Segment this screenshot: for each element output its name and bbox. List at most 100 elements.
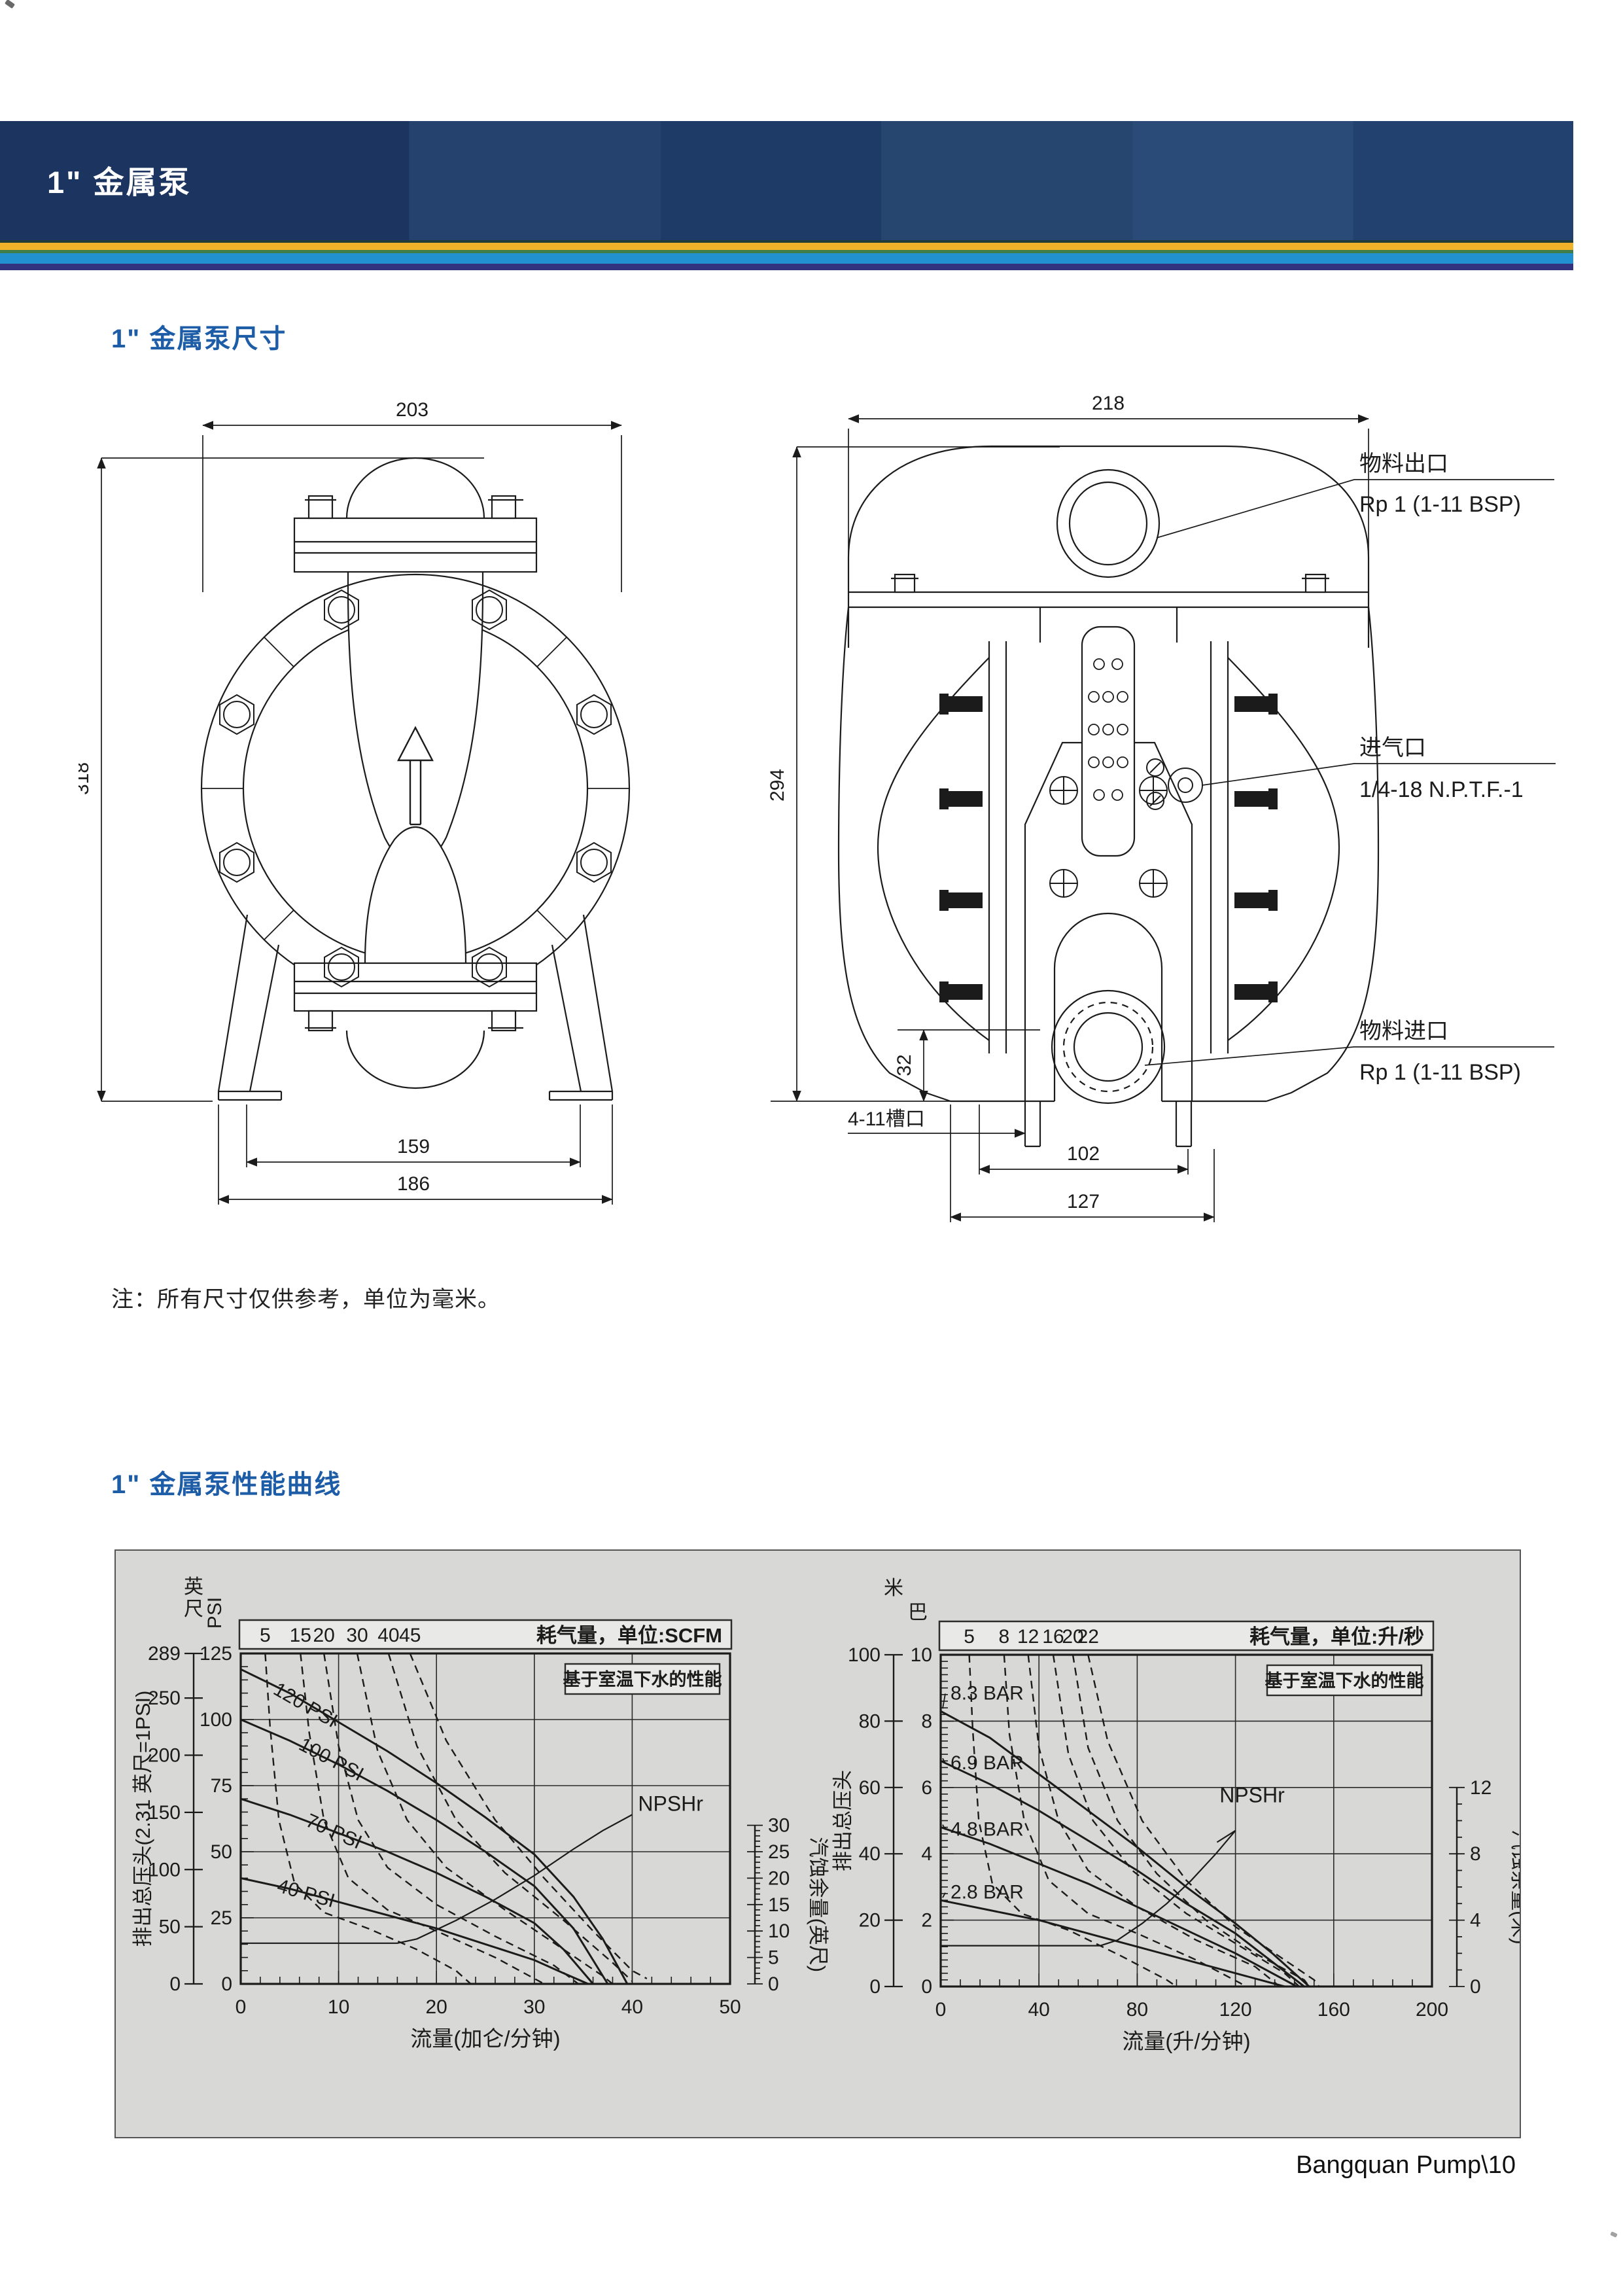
head-curve-label: 6.9 BAR <box>951 1752 1024 1774</box>
secondary-tick-label: 0 <box>169 1973 181 1995</box>
secondary-tick-label: 289 <box>148 1643 181 1665</box>
x-tick-label: 30 <box>523 1996 545 2018</box>
x-tick-label: 80 <box>1126 1999 1148 2021</box>
scan-artifact-top-left <box>4 0 16 9</box>
air-consumption-strip <box>938 1620 1435 1651</box>
npsh-tick-label: 30 <box>768 1815 790 1837</box>
x-tick-label: 50 <box>719 1996 741 2018</box>
npsh-tick-label: 15 <box>768 1894 790 1916</box>
front-view-bolts <box>219 589 612 988</box>
air-strip-value: 22 <box>1077 1626 1099 1648</box>
x-tick-label: 0 <box>935 1999 947 2021</box>
air-strip-value: 8 <box>999 1626 1010 1648</box>
air-inlet-thread: 1/4-18 N.P.T.F.-1 <box>1359 777 1524 802</box>
secondary-tick-label: 100 <box>848 1644 881 1666</box>
head-curve <box>240 1797 594 1985</box>
air-strip-value: 45 <box>399 1625 421 1646</box>
air-strip-value: 16 <box>1042 1626 1064 1648</box>
air-curve-45 <box>409 1653 648 1979</box>
dim-318: 318 <box>79 762 93 795</box>
secondary-tick-label: 80 <box>859 1710 881 1732</box>
head-curve <box>940 1826 1298 1988</box>
npsh-tick-label: 8 <box>1470 1843 1481 1865</box>
port-labels: 物料出口 Rp 1 (1-11 BSP) 进气口 1/4-18 N.P.T.F.… <box>1359 451 1524 1085</box>
right-axis-title: 汽蚀余量(英尺) <box>807 1837 829 1972</box>
dim-218: 218 <box>1092 393 1125 414</box>
air-inlet-label: 进气口 <box>1359 735 1426 760</box>
y-tick-label: 4 <box>921 1843 932 1865</box>
dim-294: 294 <box>767 769 788 802</box>
muffler-holes <box>1088 658 1128 801</box>
air-strip-title: 耗气量，单位:升/秒 <box>1249 1625 1424 1648</box>
head-curve <box>240 1668 629 1985</box>
air-strip-value: 20 <box>313 1625 334 1646</box>
head-curve-label: 120 PSI <box>270 1678 341 1732</box>
x-tick-label: 120 <box>1219 1999 1252 2021</box>
air-curve-20 <box>1072 1654 1310 1987</box>
dim-159: 159 <box>397 1136 430 1157</box>
x-tick-label: 10 <box>328 1996 349 2018</box>
secondary-tick-label: 250 <box>148 1687 181 1709</box>
plot-border <box>239 1652 731 1985</box>
air-curve-40 <box>387 1653 633 1982</box>
npsh-tick-label: 25 <box>768 1841 790 1863</box>
air-curve-16 <box>1052 1654 1300 1987</box>
air-inlet-fitting <box>1146 758 1203 810</box>
left-axis-title: 排出总压头 <box>831 1770 854 1871</box>
bracket-screws <box>1049 776 1168 898</box>
air-strip-value: 12 <box>1017 1626 1039 1648</box>
side-view-dimensions <box>771 414 1556 1222</box>
secondary-tick-label: 150 <box>148 1802 181 1824</box>
x-axis-title: 流量(加仑/分钟) <box>410 2026 560 2051</box>
label-leader <box>942 1824 946 1830</box>
outlet-thread: Rp 1 (1-11 BSP) <box>1359 492 1521 517</box>
stripe-dark-teal <box>0 240 1573 243</box>
y-tick-label: 0 <box>221 1973 232 1995</box>
secondary-tick-label: 50 <box>159 1916 181 1938</box>
y-axis-header: PSI <box>204 1597 226 1629</box>
y-tick-label: 10 <box>911 1644 932 1666</box>
npsh-tick-label: 5 <box>768 1947 779 1969</box>
outlet-label: 物料出口 <box>1359 451 1448 476</box>
dim-102: 102 <box>1067 1143 1100 1165</box>
npsh-tick-label: 10 <box>768 1920 790 1942</box>
head-curve <box>940 1759 1305 1988</box>
air-strip-value: 30 <box>346 1625 368 1646</box>
front-view-drawing <box>200 457 631 1101</box>
y-tick-label: 25 <box>211 1907 232 1929</box>
label-leader <box>942 1892 946 1898</box>
secondary-tick-label: 40 <box>859 1843 881 1865</box>
left-axis-title: 排出总压头(2.31 英尺=1PSI) <box>131 1691 154 1947</box>
header-banner: 1" 金属泵 <box>0 121 1573 240</box>
side-view-drawing <box>837 445 1380 1148</box>
npsh-tick-label: 0 <box>768 1973 779 1995</box>
x-tick-label: 20 <box>426 1996 447 2018</box>
y-tick-label: 75 <box>211 1775 232 1797</box>
note-box <box>1266 1664 1423 1697</box>
inlet-thread: Rp 1 (1-11 BSP) <box>1359 1060 1521 1085</box>
dimensions-note: 注：所有尺寸仅供参考，单位为毫米。 <box>111 1287 500 1312</box>
secondary-tick-label: 200 <box>148 1745 181 1767</box>
x-tick-label: 40 <box>621 1996 643 2018</box>
inlet-label: 物料进口 <box>1359 1019 1448 1044</box>
x-tick-label: 200 <box>1416 1999 1448 2021</box>
stripe-gold <box>0 243 1573 250</box>
air-strip-value: 15 <box>290 1625 311 1646</box>
npsh-tick-label: 12 <box>1470 1777 1492 1799</box>
x-tick-label: 40 <box>1028 1999 1050 2021</box>
head-curve <box>940 1710 1310 1988</box>
head-curve-label: 40 PSI <box>275 1875 338 1913</box>
dimensions-section-title: 1" 金属泵尺寸 <box>111 325 287 353</box>
air-curve-15 <box>300 1653 545 1985</box>
air-strip-value: 5 <box>964 1626 975 1648</box>
x-axis-title: 流量(升/分钟) <box>1122 2029 1250 2053</box>
dimension-drawings: 203 318 159 186 <box>79 393 1556 1222</box>
y-tick-label: 2 <box>921 1910 932 1932</box>
side-view-bolts <box>939 694 1278 1002</box>
right-axis-title: 汽蚀余量(米) <box>1509 1829 1520 1945</box>
